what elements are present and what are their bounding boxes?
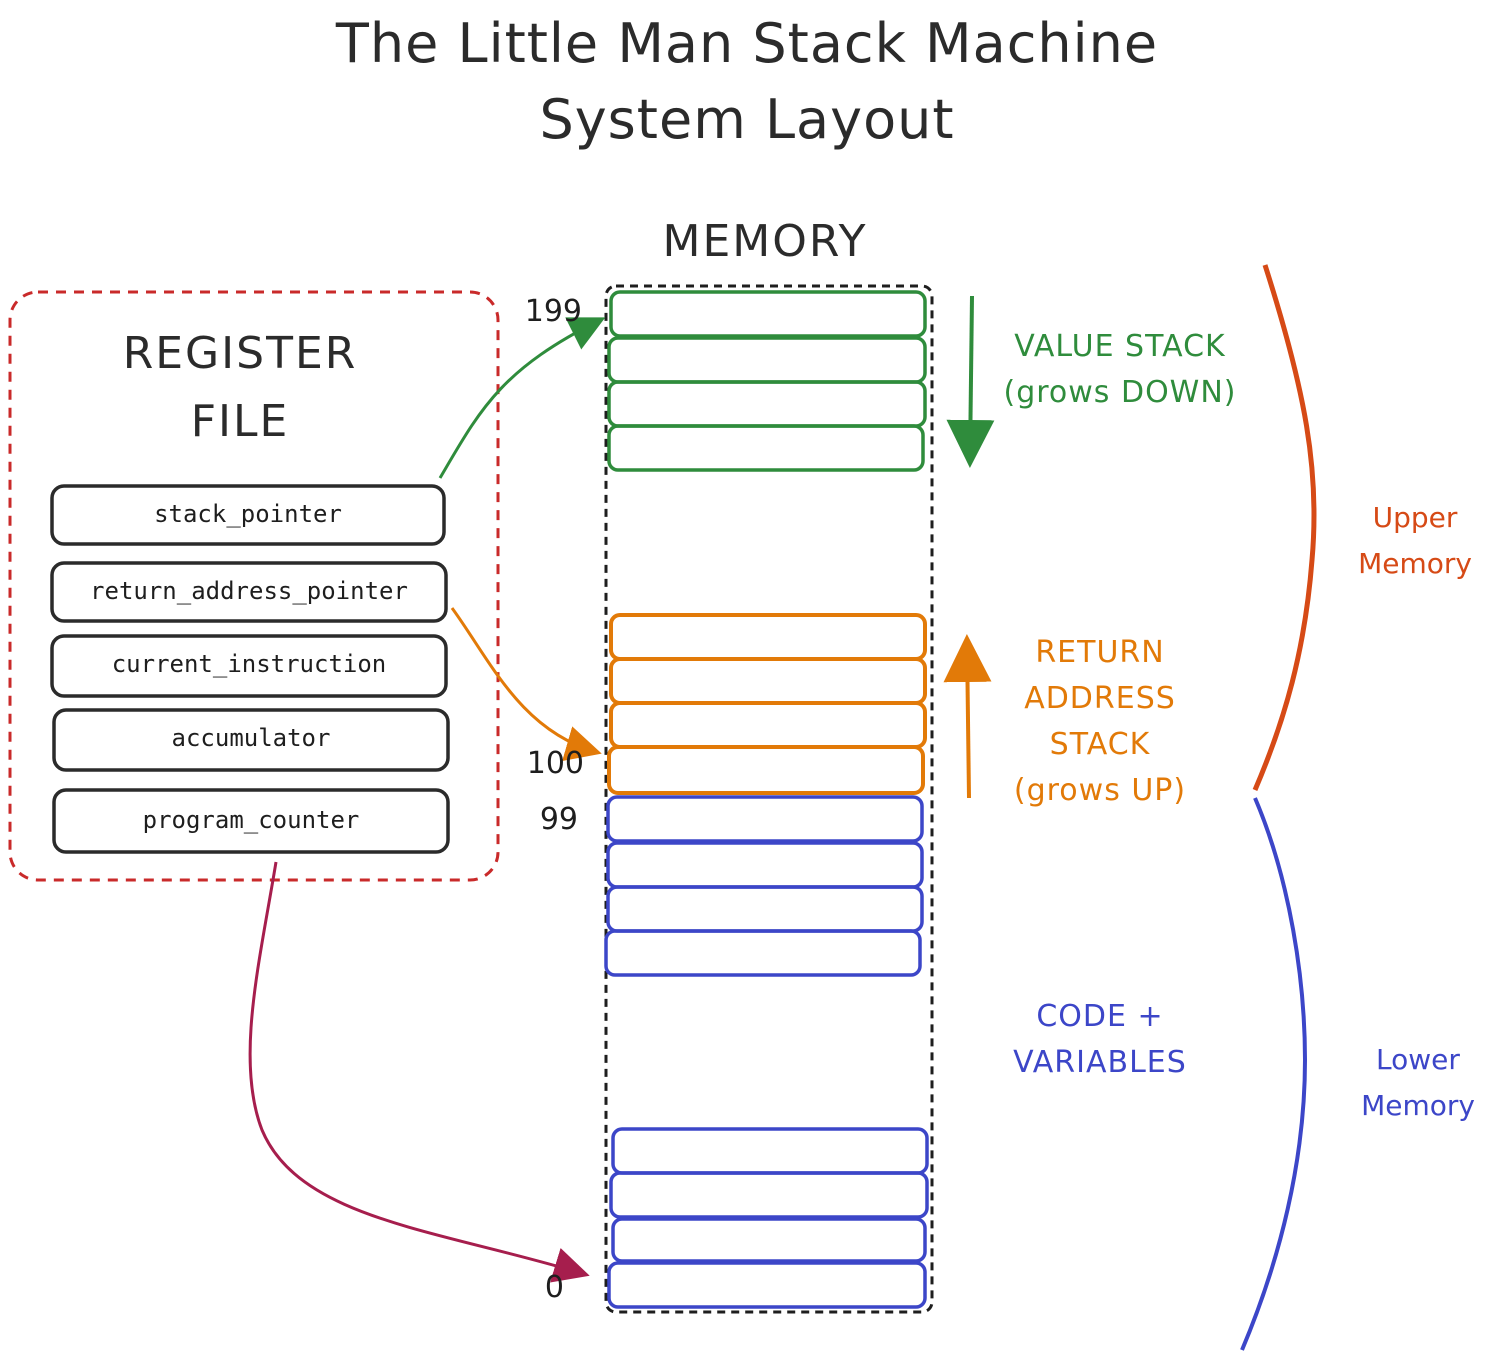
return-stack-label-line2: ADDRESS	[1024, 681, 1176, 716]
return-stack-up-arrow	[943, 634, 992, 799]
register-program-counter: program_counter	[142, 806, 360, 834]
register-box-accumulator	[52, 708, 450, 772]
memory-cell	[606, 795, 924, 843]
memory-cell	[609, 701, 927, 749]
code-cells-lower	[607, 1127, 929, 1309]
memory-cell	[606, 885, 924, 933]
upper-memory-label-line2: Memory	[1358, 547, 1472, 580]
register-box-program-counter	[52, 788, 450, 854]
register-file-label-line1: REGISTER	[122, 328, 358, 379]
stack-pointer-arrow	[438, 317, 606, 479]
code-label-line2: VARIABLES	[1013, 1045, 1187, 1080]
memory-cell	[609, 613, 927, 661]
memory-cell	[607, 336, 927, 384]
memory-cell	[609, 1171, 929, 1219]
code-label-line1: CODE +	[1036, 999, 1164, 1034]
register-return-address-pointer: return_address_pointer	[90, 577, 408, 605]
upper-memory-label-line1: Upper	[1372, 501, 1458, 534]
value-stack-down-arrow	[946, 295, 995, 468]
register-box-stack-pointer	[50, 484, 446, 546]
return-stack-label-line3: STACK	[1049, 727, 1151, 762]
return-address-pointer-arrow	[450, 607, 602, 761]
memory-cell	[607, 424, 925, 472]
lower-memory-bracket	[1240, 797, 1308, 1351]
address-0: 0	[544, 1270, 564, 1305]
memory-cell	[607, 745, 925, 795]
register-file-label-line2: FILE	[190, 396, 290, 447]
register-box-return-address-pointer	[50, 561, 448, 623]
page-title-line2: System Layout	[539, 88, 955, 151]
lower-memory-label-line2: Memory	[1361, 1089, 1475, 1122]
memory-label: MEMORY	[662, 216, 868, 267]
program-counter-arrow	[248, 861, 590, 1283]
upper-memory-bracket	[1252, 264, 1317, 791]
value-stack-label-line2: (grows DOWN)	[1003, 375, 1237, 410]
value-stack-label-line1: VALUE STACK	[1014, 329, 1226, 364]
value-stack-cells	[607, 290, 927, 472]
register-file-container	[8, 290, 500, 882]
return-stack-label-line4: (grows UP)	[1013, 773, 1187, 808]
register-accumulator: accumulator	[171, 724, 331, 752]
register-boxes	[50, 484, 450, 854]
register-box-current-instruction	[50, 634, 448, 698]
memory-cell	[606, 841, 924, 889]
return-stack-label-line1: RETURN	[1035, 635, 1165, 670]
register-current-instruction: current_instruction	[111, 650, 387, 678]
page-title-line1: The Little Man Stack Machine	[335, 12, 1159, 75]
return-stack-cells	[607, 613, 927, 795]
memory-cell	[609, 657, 927, 705]
register-stack-pointer: stack_pointer	[154, 500, 342, 528]
lower-memory-label-line1: Lower	[1376, 1043, 1460, 1076]
memory-cell	[609, 290, 927, 338]
memory-cell	[611, 1127, 929, 1175]
address-199: 199	[524, 294, 582, 329]
memory-cell	[604, 929, 922, 977]
memory-cell	[611, 1217, 927, 1263]
memory-container	[604, 284, 934, 1314]
address-100: 100	[526, 746, 584, 781]
memory-cell	[607, 380, 927, 428]
memory-cell	[607, 1261, 927, 1309]
code-cells-upper	[604, 795, 924, 977]
address-99: 99	[539, 802, 578, 837]
